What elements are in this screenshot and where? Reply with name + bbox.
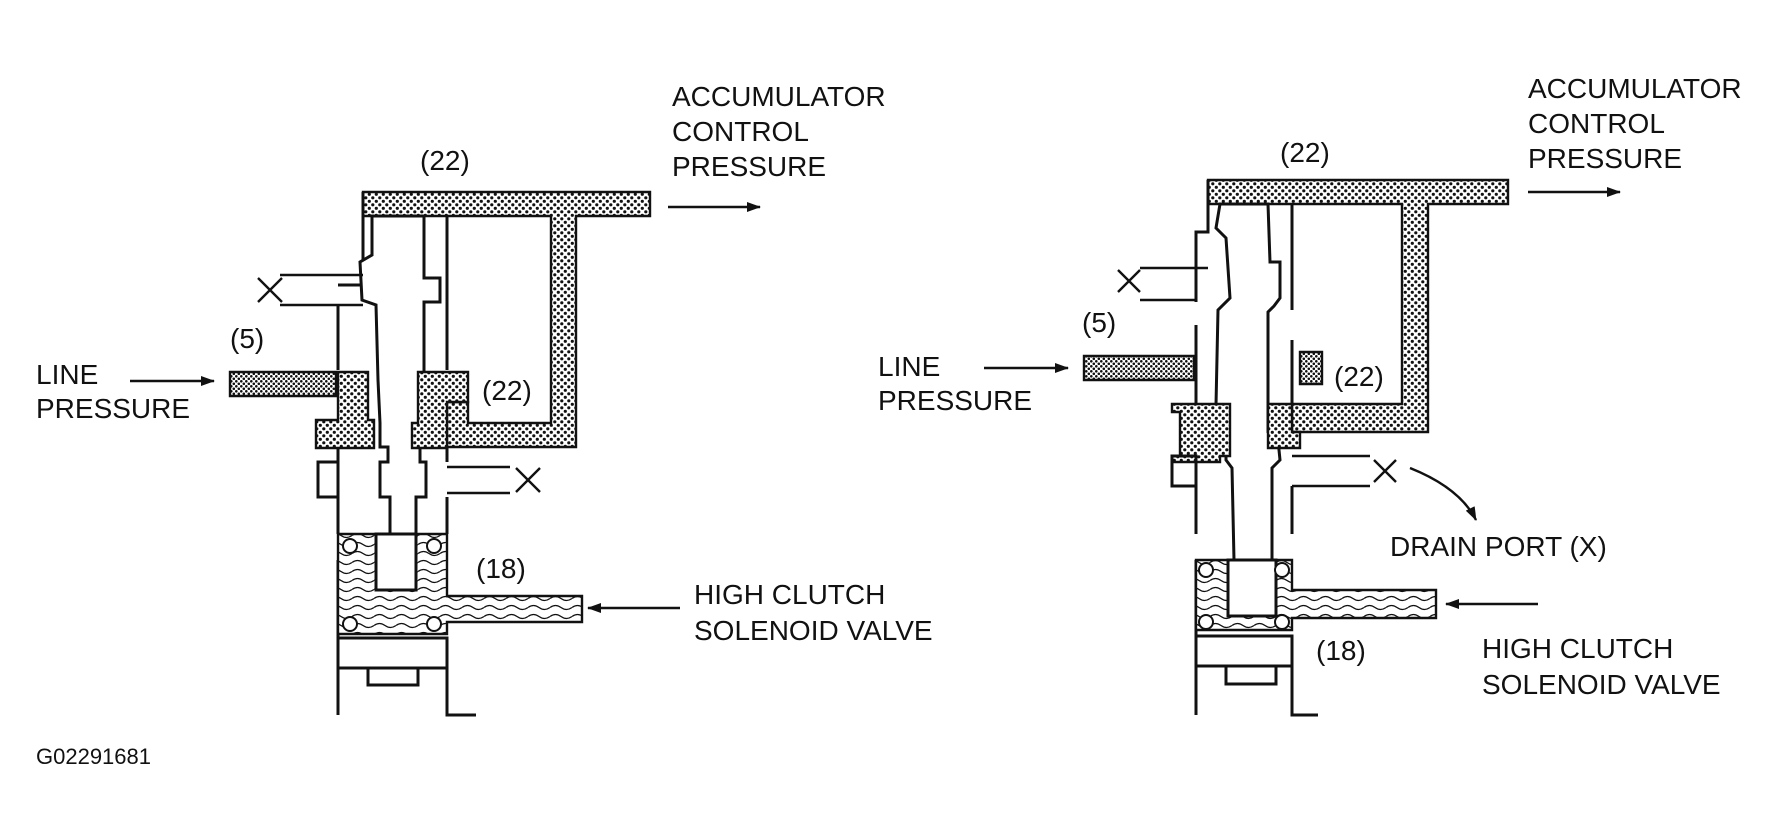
left-line-label-1: LINE — [36, 359, 98, 390]
left-line-pressure-fill — [228, 370, 338, 398]
left-solenoid-label-2: SOLENOID VALVE — [694, 615, 933, 646]
left-diagram: ACCUMULATOR CONTROL PRESSURE (22) (5) LI… — [36, 81, 933, 717]
left-exhaust-x-lower — [515, 467, 541, 493]
right-diagram: ACCUMULATOR CONTROL PRESSURE (22) (5) LI… — [878, 73, 1742, 717]
left-exhaust-x-upper — [257, 277, 283, 303]
right-accumulator-label-2: CONTROL — [1528, 108, 1665, 139]
left-upper-exhaust-port — [280, 273, 363, 307]
right-port-22-top: (22) — [1280, 137, 1330, 168]
right-spool-pressure-land — [1170, 402, 1232, 464]
left-ball-1 — [342, 538, 358, 554]
right-ball-4 — [1274, 614, 1290, 630]
left-solenoid-plunger — [374, 532, 418, 592]
right-ball-2 — [1274, 562, 1290, 578]
right-spool — [1214, 202, 1282, 562]
left-ball-2 — [426, 538, 442, 554]
right-exhaust-x-upper — [1117, 269, 1141, 293]
left-exhaust-port — [447, 465, 510, 495]
right-small-port — [1298, 350, 1324, 386]
right-ball-1 — [1198, 562, 1214, 578]
right-port-18: (18) — [1316, 635, 1366, 666]
right-solenoid-plunger — [1226, 558, 1278, 618]
right-exhaust-stub — [1170, 454, 1198, 488]
right-ball-3 — [1198, 614, 1214, 630]
right-exhaust-x-lower — [1373, 459, 1397, 483]
left-end-plug — [336, 636, 476, 717]
left-port-5: (5) — [230, 323, 264, 354]
right-line-pressure-fill — [1082, 354, 1196, 382]
left-accumulator-label-2: CONTROL — [672, 116, 809, 147]
left-spool-pressure-land — [314, 370, 376, 450]
right-port-5: (5) — [1082, 307, 1116, 338]
left-line-label-2: PRESSURE — [36, 393, 190, 424]
right-solenoid-label-2: SOLENOID VALVE — [1482, 669, 1721, 700]
left-exhaust-stub — [316, 460, 340, 499]
right-solenoid-label-1: HIGH CLUTCH — [1482, 633, 1673, 664]
right-exhaust-port — [1292, 454, 1370, 488]
left-ball-3 — [342, 616, 358, 632]
left-accumulator-label-3: PRESSURE — [672, 151, 826, 182]
left-port-22-top: (22) — [420, 145, 470, 176]
left-spool-upper-land — [410, 370, 470, 450]
left-ball-4 — [426, 616, 442, 632]
right-accumulator-label-1: ACCUMULATOR — [1528, 73, 1742, 104]
right-drain-port-label: DRAIN PORT (X) — [1390, 531, 1607, 562]
right-upper-exhaust-port — [1140, 266, 1208, 302]
right-accumulator-label-3: PRESSURE — [1528, 143, 1682, 174]
left-port-18: (18) — [476, 553, 526, 584]
right-line-label-2: PRESSURE — [878, 385, 1032, 416]
left-solenoid-label-1: HIGH CLUTCH — [694, 579, 885, 610]
right-drain-arrow — [1409, 466, 1478, 521]
right-end-plug — [1194, 634, 1318, 717]
right-port-22-mid: (22) — [1334, 361, 1384, 392]
right-line-label-1: LINE — [878, 351, 940, 382]
figure-id: G02291681 — [36, 744, 151, 769]
left-port-22-mid: (22) — [482, 375, 532, 406]
left-accumulator-label-1: ACCUMULATOR — [672, 81, 886, 112]
right-spool-upper-land — [1266, 402, 1302, 450]
